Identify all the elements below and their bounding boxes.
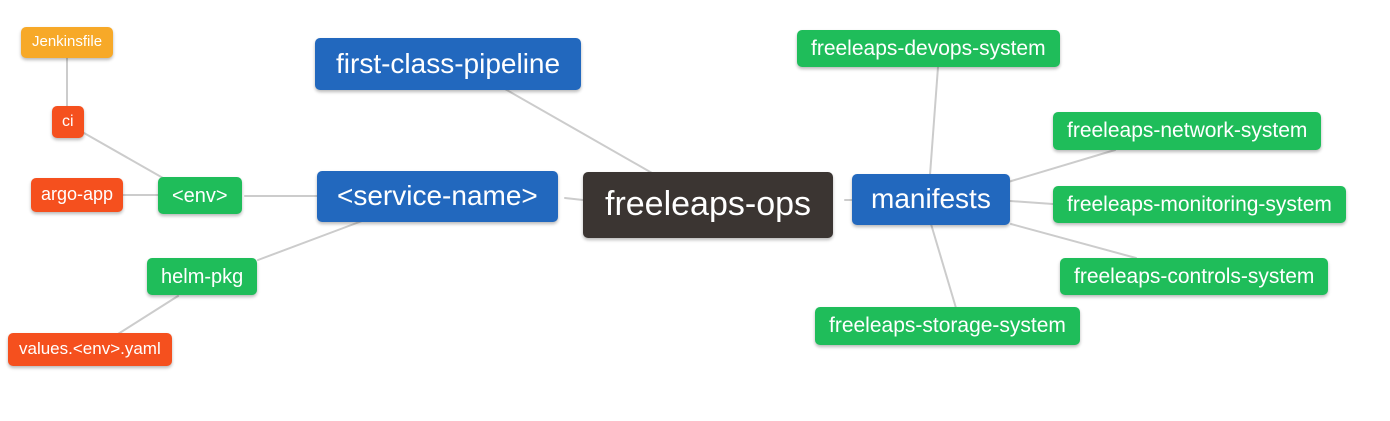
edge-manifests-network — [1007, 149, 1116, 183]
node-service-name[interactable]: <service-name> — [317, 171, 558, 222]
node-ci[interactable]: ci — [52, 106, 84, 138]
edge-values-helmpkg — [117, 295, 179, 335]
node-manifests[interactable]: manifests — [852, 174, 1010, 225]
edge-pipeline-ops — [504, 88, 653, 174]
node-freeleaps-devops-system[interactable]: freeleaps-devops-system — [797, 30, 1060, 67]
edge-manifests-controls — [1010, 223, 1137, 259]
edge-manifests-storage — [930, 223, 957, 309]
node-freeleaps-monitoring-system[interactable]: freeleaps-monitoring-system — [1053, 186, 1346, 223]
edge-manifests-monitoring — [1009, 200, 1054, 205]
edge-manifests-devops — [929, 66, 939, 176]
edge-servicename-ops — [564, 197, 584, 201]
node-first-class-pipeline[interactable]: first-class-pipeline — [315, 38, 582, 90]
node-values-env-yaml[interactable]: values.<env>.yaml — [8, 333, 172, 366]
edge-ci-env — [83, 132, 164, 179]
node-jenkinsfile[interactable]: Jenkinsfile — [21, 27, 114, 58]
node-freeleaps-storage-system[interactable]: freeleaps-storage-system — [815, 307, 1080, 345]
node-helm-pkg[interactable]: helm-pkg — [147, 258, 258, 295]
node-argo-app[interactable]: argo-app — [31, 178, 124, 212]
node-freeleaps-controls-system[interactable]: freeleaps-controls-system — [1060, 258, 1329, 295]
node-env[interactable]: <env> — [158, 177, 242, 214]
node-freeleaps-ops[interactable]: freeleaps-ops — [583, 172, 834, 238]
edge-helmpkg-servicename — [257, 220, 363, 261]
node-freeleaps-network-system[interactable]: freeleaps-network-system — [1053, 112, 1322, 150]
